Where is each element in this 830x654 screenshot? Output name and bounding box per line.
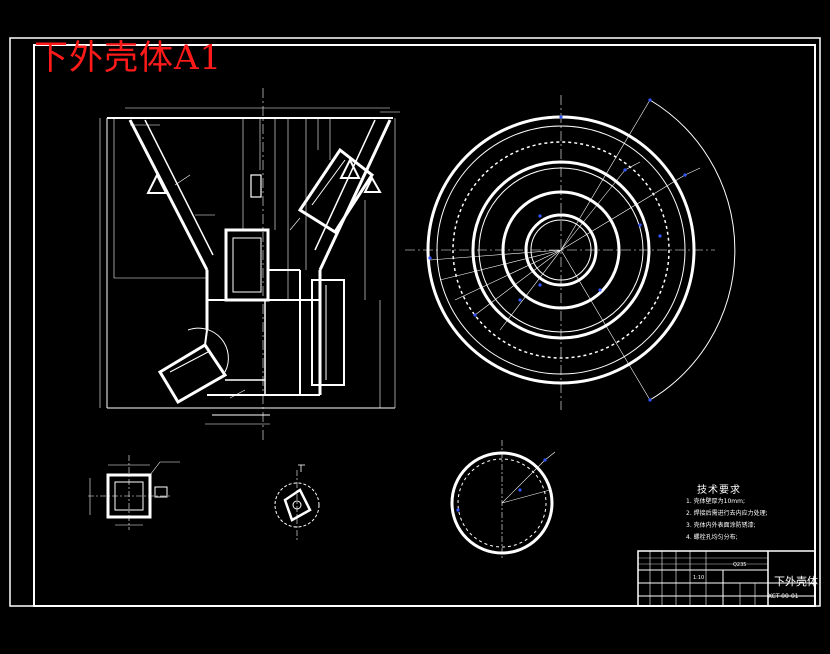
title-block-part-name: 下外壳体 [774, 575, 818, 588]
detail-view-round [274, 464, 320, 540]
ring-view-marks [456, 458, 547, 512]
front-view [106, 117, 395, 416]
inner-border [33, 44, 816, 607]
technical-requirements-list: 1. 壳体壁厚为10mm; 2. 焊接后需进行去内应力处理; 3. 壳体内外表面… [686, 496, 768, 544]
section-view-square [88, 455, 180, 530]
requirement-item: 2. 焊接后需进行去内应力处理; [686, 510, 768, 517]
title-block-scale: 1:10 [693, 575, 705, 581]
requirement-item: 1. 壳体壁厚为10mm; [686, 498, 745, 505]
top-view [405, 95, 736, 410]
requirement-item: 3. 壳体内外表面涂防锈漆; [686, 522, 756, 529]
requirement-item: 4. 螺栓孔均匀分布; [686, 534, 738, 541]
top-view-hole-marks [428, 98, 687, 402]
title-block [637, 550, 816, 607]
title-block-drawing-code: XCT-00-01 [768, 593, 799, 600]
technical-requirements-title: 技术要求 [697, 485, 741, 496]
ring-view [450, 440, 556, 560]
watermark-title: 下外壳体A1 [34, 38, 223, 78]
title-block-material: Q235 [733, 562, 747, 568]
front-view-dimensions [99, 88, 400, 440]
